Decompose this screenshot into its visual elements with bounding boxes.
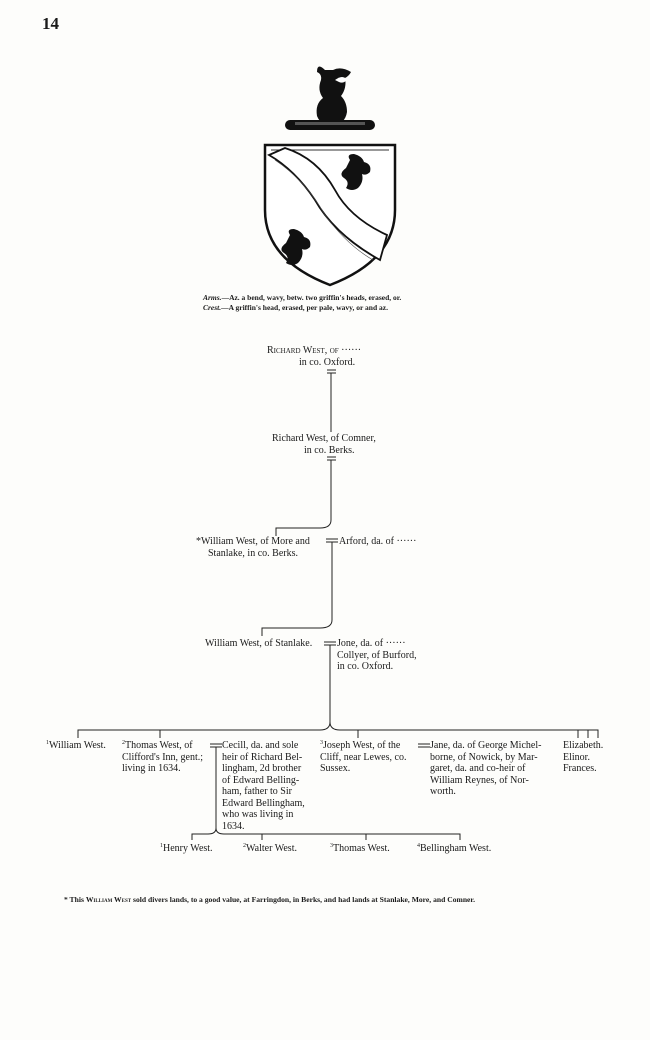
gen2-richard-west: Richard West, of Comner, in co. Berks. xyxy=(272,433,376,456)
gen1-line2: in co. Oxford. xyxy=(299,356,356,368)
gen1-line1: Richard West, of ······ xyxy=(267,345,362,356)
gen4-wife: Jone, da. of ······ Collyer, of Burford,… xyxy=(337,638,417,673)
grandchild-2: 2Walter West. xyxy=(243,843,297,854)
gen4-wife-line1: Jone, da. of ······ xyxy=(337,638,406,649)
grandchild-1: 1Henry West. xyxy=(160,843,213,854)
child-2: 2Thomas West, of Clifford's Inn, gent.; … xyxy=(122,740,204,774)
gen3-line1: *William West, of More and xyxy=(196,536,310,547)
page-number: 14 xyxy=(42,14,59,33)
gen3-line2: Stanlake, in co. Berks. xyxy=(208,547,298,559)
gen2-line2: in co. Berks. xyxy=(304,444,355,456)
crest-text: —A griffin's head, erased, per pale, wav… xyxy=(221,303,388,312)
coat-of-arms-icon xyxy=(263,66,397,287)
gen4-wife-line3: in co. Oxford. xyxy=(337,661,394,672)
footnote: * This William West sold divers lands, t… xyxy=(64,895,475,904)
grandchild-4: 4Bellingham West. xyxy=(417,843,492,854)
gen1-richard-west: Richard West, of ······ in co. Oxford. xyxy=(267,345,361,368)
gen4-husband: William West, of Stanlake. xyxy=(205,638,313,649)
child-1: 1William West. xyxy=(46,740,106,751)
daughters: Elizabeth. Elinor. Frances. xyxy=(563,740,604,774)
griffin-head-upper-icon xyxy=(341,154,371,190)
child-3-wife: Jane, da. of George Michel-borne, of Now… xyxy=(430,740,542,797)
crest-label: Crest. xyxy=(203,303,222,312)
crest-griffin-icon xyxy=(316,66,351,126)
gen4-wife-line2: Collyer, of Burford, xyxy=(337,649,417,661)
blazon: Arms.—Az. a bend, wavy, betw. two griffi… xyxy=(203,293,401,313)
arms-label: Arms. xyxy=(203,293,222,302)
grandchild-3: 3Thomas West. xyxy=(330,843,390,854)
arms-text: —Az. a bend, wavy, betw. two griffin's h… xyxy=(221,293,402,302)
gen2-line1: Richard West, of Comner, xyxy=(272,433,376,444)
gen3-wife: Arford, da. of ······ xyxy=(339,536,417,547)
child-3: 3Joseph West, of the Cliff, near Lewes, … xyxy=(320,740,407,774)
griffin-head-lower-icon xyxy=(281,229,311,265)
gen3-william-west: *William West, of More and Stanlake, in … xyxy=(196,536,310,559)
